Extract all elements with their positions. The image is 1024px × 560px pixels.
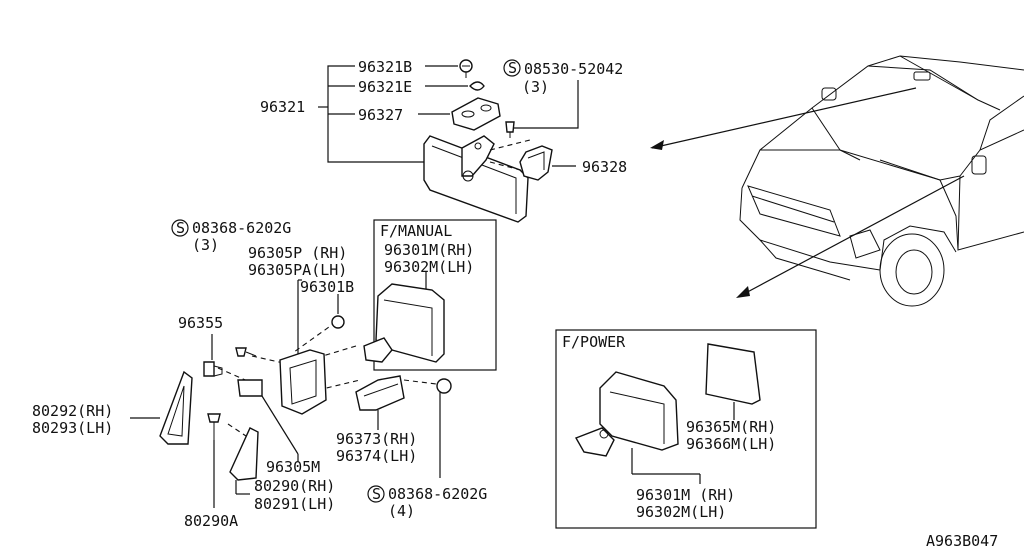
mirror-base-96305M: [237, 349, 327, 415]
label-80291: 80291(LH): [254, 495, 335, 513]
screw-96305P: [235, 347, 257, 357]
screw-96321B: [459, 59, 473, 78]
label-96373: 96373(RH): [336, 430, 417, 448]
screw-symbol-icon: [503, 59, 521, 77]
inside-mirror-group: [318, 59, 579, 223]
label-96305M: 96305M: [266, 458, 320, 476]
label-power-title: F/POWER: [562, 333, 626, 351]
label-96305PA: 96305PA(LH): [248, 261, 347, 279]
screw-08530: [505, 121, 515, 138]
label-manual-title: F/MANUAL: [380, 222, 452, 240]
part-labels: 96321B 96321E 96321 96327 S 08530-52042 …: [32, 58, 998, 550]
label-80292: 80292(RH): [32, 402, 113, 420]
label-96355: 96355: [178, 314, 223, 332]
manual-mirror-box: [363, 219, 497, 371]
label-manual-rh: 96301M(RH): [384, 241, 474, 259]
clip-96321E: [469, 81, 485, 91]
label-96321B: 96321B: [358, 58, 412, 76]
inside-mirror-body: [423, 135, 529, 223]
label-96365M: 96365M(RH): [686, 418, 776, 436]
bolt-08368-bottom: [436, 378, 452, 478]
label-08368-bottom-qty: (4): [388, 502, 415, 520]
label-96328: 96328: [582, 158, 627, 176]
drawing-number: A963B047: [926, 532, 998, 550]
label-08530-52042: 08530-52042: [524, 60, 623, 78]
label-80293: 80293(LH): [32, 419, 113, 437]
bolt-96301B: [331, 294, 345, 329]
label-80290A: 80290A: [184, 512, 238, 530]
screw-symbol-text-top: S: [176, 219, 185, 237]
location-arrows: [650, 87, 965, 298]
label-power-lh: 96302M(LH): [636, 503, 726, 521]
grommet-96355: [203, 361, 223, 377]
label-80290: 80290(RH): [254, 477, 335, 495]
label-96301B: 96301B: [300, 278, 354, 296]
label-96366M: 96366M(LH): [686, 435, 776, 453]
label-96321E: 96321E: [358, 78, 412, 96]
screw-symbol-icon-top: [171, 219, 189, 237]
label-08368-6202G-bottom: 08368-6202G: [388, 485, 487, 503]
label-manual-lh: 96302M(LH): [384, 258, 474, 276]
cover-96327: [451, 97, 501, 131]
power-mirror-box: [555, 329, 817, 529]
vehicle-illustration: [739, 55, 1024, 307]
label-08530-qty: (3): [522, 78, 549, 96]
screw-symbol-icon-bottom: [367, 485, 385, 503]
label-96321: 96321: [260, 98, 305, 116]
label-96374: 96374(LH): [336, 447, 417, 465]
trim-80290: [229, 427, 259, 481]
label-96305P: 96305P (RH): [248, 244, 347, 262]
screw-symbol-text: S: [508, 59, 517, 77]
label-08368-6202G-top: 08368-6202G: [192, 219, 291, 237]
label-08368-top-qty: (3): [192, 236, 219, 254]
label-96327: 96327: [358, 106, 403, 124]
corner-trim-80292: [159, 370, 193, 445]
pad-96373: [355, 375, 405, 411]
label-power-rh: 96301M (RH): [636, 486, 735, 504]
mount-cover-96328: [519, 145, 553, 181]
screw-symbol-text-bottom: S: [372, 485, 381, 503]
screw-80290A: [207, 413, 221, 508]
